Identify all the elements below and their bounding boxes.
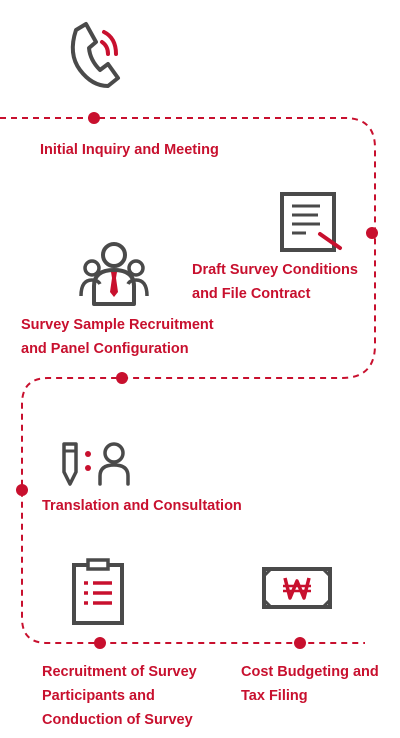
document-contract-icon (280, 192, 342, 252)
pen-person-icon (62, 442, 130, 486)
step-label-line: Recruitment of Survey (42, 664, 197, 680)
step-label-line: Initial Inquiry and Meeting (40, 142, 219, 158)
step-node (88, 112, 100, 124)
clipboard-checklist-icon (72, 558, 124, 625)
step-label-line: and File Contract (192, 286, 311, 302)
step-5-label: Recruitment of Survey Participants and C… (42, 660, 197, 732)
step-label-line: Tax Filing (241, 688, 308, 704)
step-node (294, 637, 306, 649)
step-label-line: and Panel Configuration (21, 341, 189, 357)
team-icon (79, 242, 149, 306)
step-node (116, 372, 128, 384)
step-label-line: Survey Sample Recruitment (21, 317, 214, 333)
step-label-line: Participants and (42, 688, 155, 704)
won-banknote-icon (262, 567, 332, 609)
step-label-line: Conduction of Survey (42, 712, 193, 728)
step-3-label: Survey Sample Recruitment and Panel Conf… (21, 313, 214, 361)
step-label-line: Translation and Consultation (42, 498, 242, 514)
step-1-label: Initial Inquiry and Meeting (40, 138, 219, 162)
step-label-line: Draft Survey Conditions (192, 262, 358, 278)
step-6-label: Cost Budgeting and Tax Filing (241, 660, 379, 708)
step-2-label: Draft Survey Conditions and File Contrac… (192, 258, 358, 306)
step-label-line: Cost Budgeting and (241, 664, 379, 680)
step-4-label: Translation and Consultation (42, 494, 242, 518)
step-node (366, 227, 378, 239)
step-node (16, 484, 28, 496)
phone-icon (70, 22, 120, 88)
step-node (94, 637, 106, 649)
